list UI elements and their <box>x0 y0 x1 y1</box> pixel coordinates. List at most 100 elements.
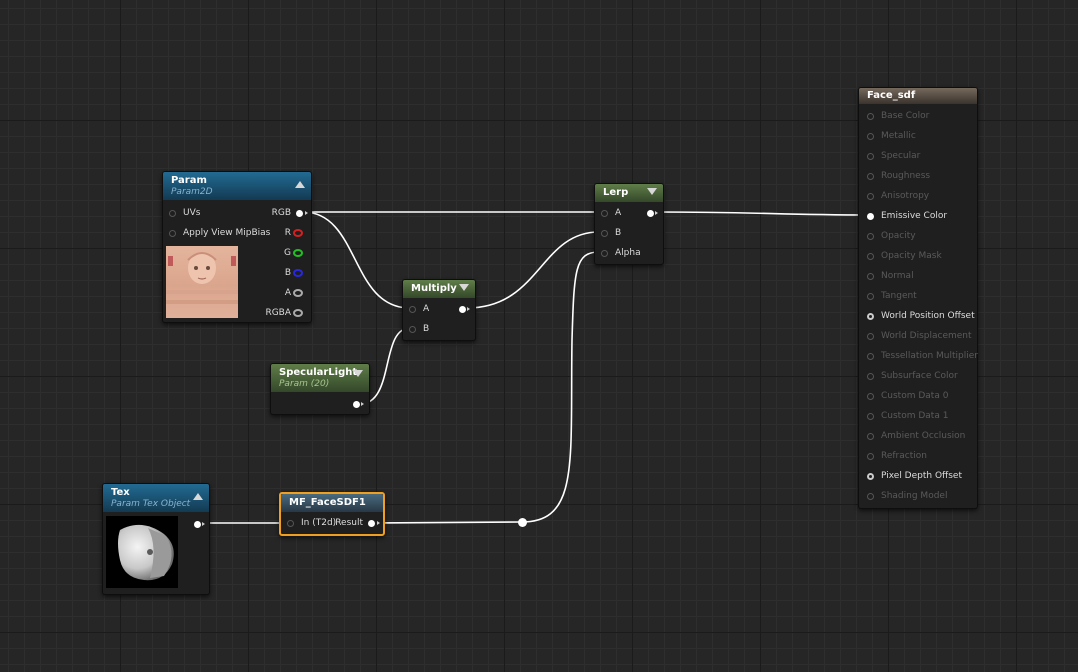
material-input-custom-data-1[interactable]: Custom Data 1 <box>867 406 948 426</box>
specular-node-header[interactable]: SpecularLight Param (20) <box>271 364 369 392</box>
material-input-normal[interactable]: Normal <box>867 266 914 286</box>
material-input-pixel-depth-offset[interactable]: Pixel Depth Offset <box>867 466 962 486</box>
a-output-pin[interactable] <box>293 289 303 297</box>
material-input-pin[interactable] <box>867 313 874 320</box>
lerp-output-pin[interactable] <box>647 210 654 217</box>
tex-node[interactable]: Tex Param Tex Object <box>102 483 210 595</box>
multiply-input-a[interactable]: A <box>409 299 429 319</box>
material-input-pin[interactable] <box>867 273 874 280</box>
tex-output-pin[interactable] <box>194 521 201 528</box>
expand-arrow-icon[interactable] <box>459 284 469 291</box>
param-output-rgba[interactable]: RGBA <box>265 303 303 323</box>
rgba-output-pin[interactable] <box>293 309 303 317</box>
param-input-mipbias[interactable]: Apply View MipBias <box>169 223 270 243</box>
lerp-alpha-pin[interactable] <box>601 250 608 257</box>
mf-node-header[interactable]: MF_FaceSDF1 <box>281 494 383 512</box>
mf-facesdf-node[interactable]: MF_FaceSDF1 In (T2d) Result <box>279 492 385 536</box>
multiply-output-pin[interactable] <box>459 306 466 313</box>
material-input-emissive-color[interactable]: Emissive Color <box>867 206 947 226</box>
b-output-pin[interactable] <box>293 269 303 277</box>
expand-arrow-icon[interactable] <box>353 370 363 377</box>
param-output-g[interactable]: G <box>284 243 303 263</box>
rgb-output-pin[interactable] <box>296 210 303 217</box>
material-input-roughness[interactable]: Roughness <box>867 166 930 186</box>
tex-node-header[interactable]: Tex Param Tex Object <box>103 484 209 512</box>
material-input-anisotropy[interactable]: Anisotropy <box>867 186 929 206</box>
material-input-label: Shading Model <box>881 491 948 501</box>
mf-input-in[interactable]: In (T2d) <box>287 513 336 533</box>
multiply-node[interactable]: Multiply A B <box>402 279 476 341</box>
material-input-tessellation-multiplier[interactable]: Tessellation Multiplier <box>867 346 978 366</box>
material-input-label: Emissive Color <box>881 211 948 221</box>
material-input-world-displacement[interactable]: World Displacement <box>867 326 972 346</box>
material-input-subsurface-color[interactable]: Subsurface Color <box>867 366 958 386</box>
param-node[interactable]: Param Param2D UVs Apply View MipBias RGB… <box>162 171 312 323</box>
material-input-world-position-offset[interactable]: World Position Offset <box>867 306 975 326</box>
g-output-pin[interactable] <box>293 249 303 257</box>
material-input-opacity[interactable]: Opacity <box>867 226 916 246</box>
uvs-pin[interactable] <box>169 210 176 217</box>
param-output-rgb[interactable]: RGB <box>272 203 308 223</box>
param-output-a[interactable]: A <box>285 283 303 303</box>
material-input-pin[interactable] <box>867 113 874 120</box>
material-input-label: Normal <box>881 271 914 281</box>
multiply-a-pin[interactable] <box>409 306 416 313</box>
param-output-r[interactable]: R <box>285 223 303 243</box>
material-input-label: Subsurface Color <box>881 371 958 381</box>
material-input-custom-data-0[interactable]: Custom Data 0 <box>867 386 948 406</box>
multiply-input-b[interactable]: B <box>409 319 429 339</box>
material-input-opacity-mask[interactable]: Opacity Mask <box>867 246 942 266</box>
material-input-refraction[interactable]: Refraction <box>867 446 927 466</box>
mipbias-pin[interactable] <box>169 230 176 237</box>
material-input-ambient-occlusion[interactable]: Ambient Occlusion <box>867 426 965 446</box>
param-node-header[interactable]: Param Param2D <box>163 172 311 200</box>
multiply-b-pin[interactable] <box>409 326 416 333</box>
material-input-pin[interactable] <box>867 193 874 200</box>
lerp-input-alpha[interactable]: Alpha <box>601 243 641 263</box>
material-input-specular[interactable]: Specular <box>867 146 920 166</box>
lerp-input-b[interactable]: B <box>601 223 621 243</box>
material-input-pin[interactable] <box>867 353 874 360</box>
lerp-b-pin[interactable] <box>601 230 608 237</box>
material-input-pin[interactable] <box>867 133 874 140</box>
material-input-pin[interactable] <box>867 253 874 260</box>
collapse-arrow-icon[interactable] <box>295 181 305 188</box>
material-input-pin[interactable] <box>867 373 874 380</box>
material-input-pin[interactable] <box>867 393 874 400</box>
material-input-pin[interactable] <box>867 213 874 220</box>
reroute-node[interactable] <box>518 518 527 527</box>
material-input-pin[interactable] <box>867 493 874 500</box>
expand-arrow-icon[interactable] <box>647 188 657 195</box>
mf-output-result[interactable]: Result <box>335 513 380 533</box>
multiply-node-header[interactable]: Multiply <box>403 280 475 298</box>
lerp-input-a[interactable]: A <box>601 203 621 223</box>
specular-node-title: SpecularLight <box>279 367 358 378</box>
material-input-pin[interactable] <box>867 173 874 180</box>
collapse-arrow-icon[interactable] <box>193 493 203 500</box>
material-input-pin[interactable] <box>867 413 874 420</box>
texture-preview <box>166 246 238 318</box>
r-output-pin[interactable] <box>293 229 303 237</box>
material-input-pin[interactable] <box>867 453 874 460</box>
param-input-uvs[interactable]: UVs <box>169 203 200 223</box>
material-input-pin[interactable] <box>867 433 874 440</box>
face-sdf-node-header[interactable]: Face_sdf <box>859 88 977 104</box>
material-input-metallic[interactable]: Metallic <box>867 126 916 146</box>
mf-result-pin[interactable] <box>368 520 375 527</box>
material-input-shading-model[interactable]: Shading Model <box>867 486 947 506</box>
param-output-b[interactable]: B <box>285 263 303 283</box>
mf-in-pin[interactable] <box>287 520 294 527</box>
specular-light-node[interactable]: SpecularLight Param (20) <box>270 363 370 415</box>
material-input-pin[interactable] <box>867 233 874 240</box>
lerp-node[interactable]: Lerp A B Alpha <box>594 183 664 265</box>
material-input-base-color[interactable]: Base Color <box>867 106 929 126</box>
material-input-pin[interactable] <box>867 293 874 300</box>
lerp-node-header[interactable]: Lerp <box>595 184 663 202</box>
material-input-pin[interactable] <box>867 153 874 160</box>
material-input-tangent[interactable]: Tangent <box>867 286 917 306</box>
material-input-pin[interactable] <box>867 333 874 340</box>
specular-output-pin[interactable] <box>353 401 360 408</box>
lerp-a-pin[interactable] <box>601 210 608 217</box>
material-input-pin[interactable] <box>867 473 874 480</box>
